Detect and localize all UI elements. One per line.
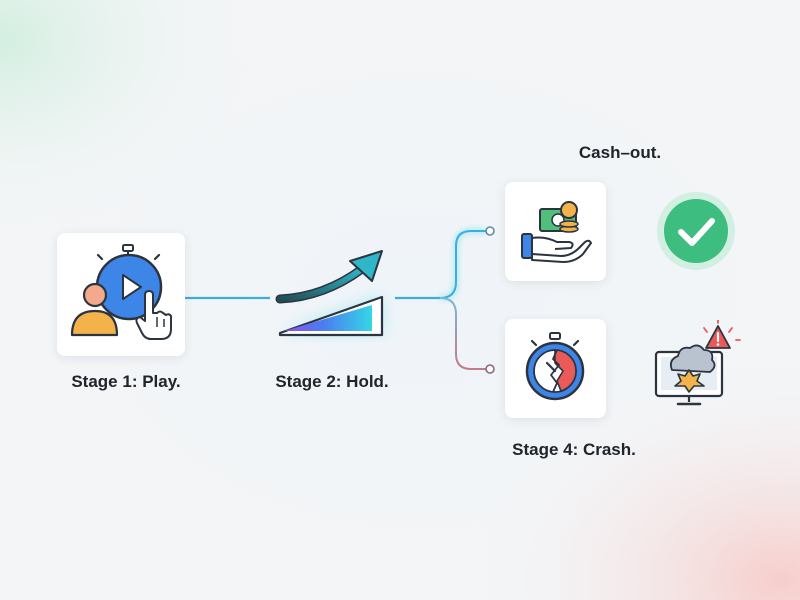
broken-stopwatch-icon [525, 332, 585, 401]
rising-arrow-bar-icon [275, 250, 384, 337]
connector-hold-branch [395, 226, 495, 374]
checkmark-icon [657, 192, 735, 270]
hand-money-icon [521, 201, 592, 263]
stage-play-label: Stage 1: Play. [71, 372, 181, 391]
stage-play-card [57, 233, 185, 356]
explosion-monitor-icon [654, 320, 741, 406]
stage-crash-card [505, 319, 606, 418]
stage-hold-label: Stage 2: Hold. [275, 372, 389, 391]
stage-cashout-card [505, 182, 606, 281]
stopwatch-play-person-icon [70, 244, 172, 340]
stage-crash-label: Stage 4: Crash. [512, 440, 636, 459]
stage-cashout-label: Cash–out. [578, 143, 662, 162]
